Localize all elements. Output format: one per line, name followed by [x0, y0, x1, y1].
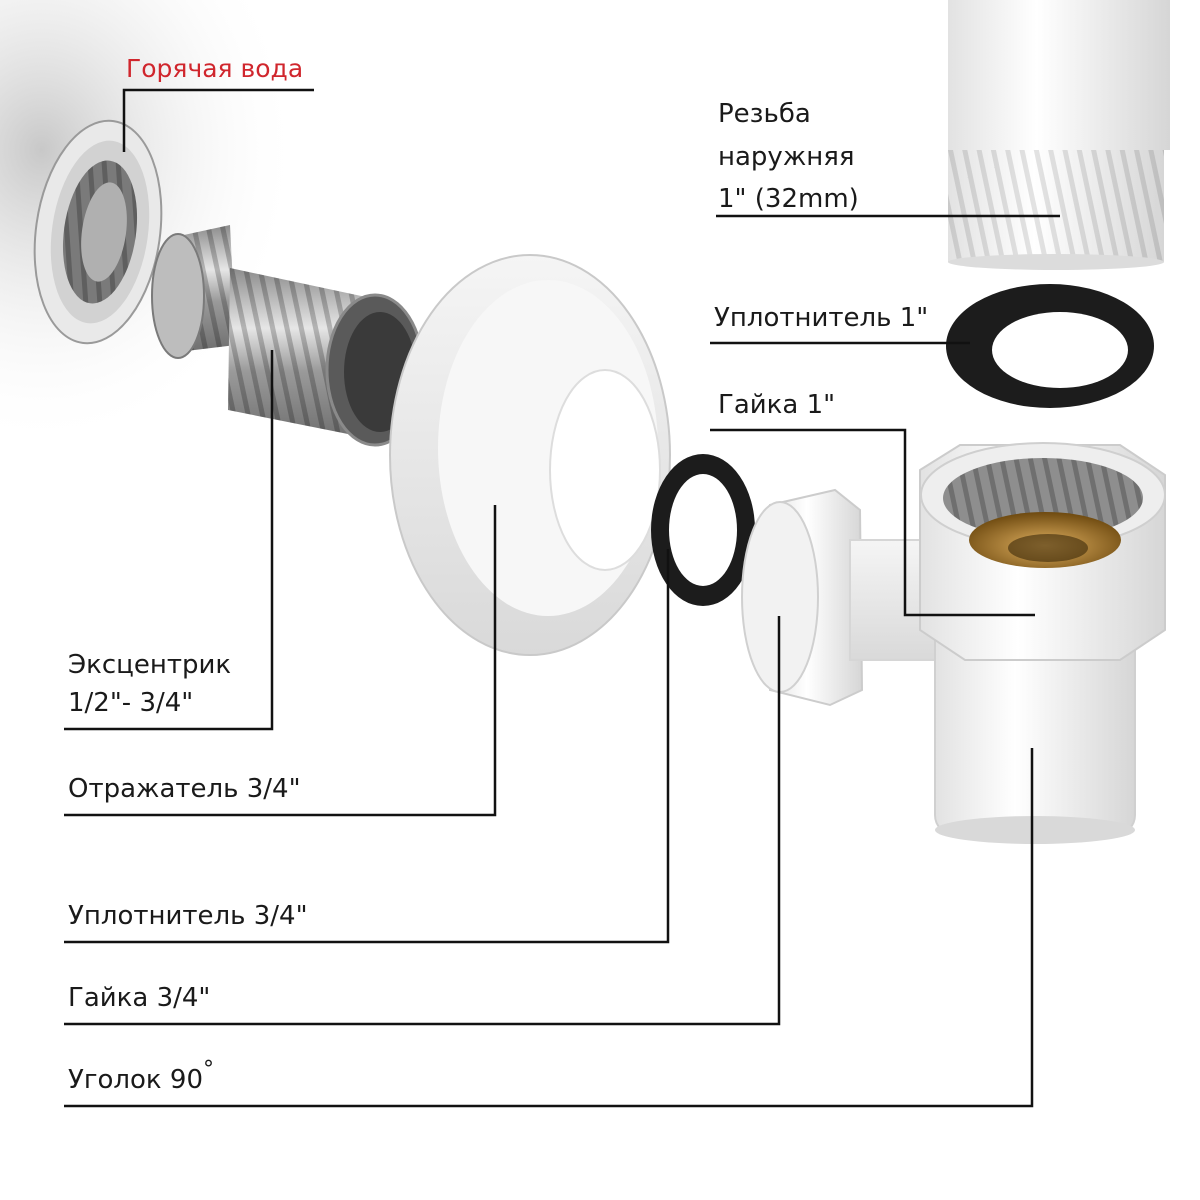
- top-pipe-part: [948, 0, 1170, 270]
- gasket-1-part: [946, 284, 1154, 408]
- eccentric-part: [151, 225, 425, 447]
- label-thread-outer-line1: Резьба: [718, 99, 811, 129]
- label-thread-outer-line3: 1" (32mm): [718, 184, 859, 214]
- label-seal-34: Уплотнитель 3/4": [68, 901, 308, 931]
- reflector-part: [389, 254, 671, 656]
- leader-hot-water: [122, 88, 314, 152]
- label-thread-outer-line2: наружняя: [718, 142, 855, 172]
- label-eccentric: Эксцентрик 1/2"- 3/4": [68, 646, 231, 722]
- wall-socket-part: [33, 119, 163, 345]
- label-reflector: Отражатель 3/4": [68, 774, 301, 804]
- label-nut-34: Гайка 3/4": [68, 983, 211, 1013]
- leader-reflector: [64, 505, 497, 817]
- label-thread-outer: Резьба наружняя 1" (32mm): [718, 90, 859, 220]
- leader-elbow: [64, 748, 1034, 1108]
- leader-seal-34: [64, 549, 670, 944]
- gasket-34-part: [651, 454, 755, 606]
- leader-nut-1: [710, 428, 1035, 617]
- degree-symbol: °: [203, 1057, 214, 1082]
- label-nut-1: Гайка 1": [718, 390, 836, 420]
- label-seal-1: Уплотнитель 1": [714, 303, 929, 333]
- label-eccentric-line2: 1/2"- 3/4": [68, 688, 194, 718]
- label-elbow-text: Уголок 90: [68, 1065, 203, 1095]
- leader-nut-34: [64, 616, 781, 1026]
- leader-lines: [64, 88, 1060, 1108]
- elbow-part: [741, 442, 1166, 844]
- label-elbow: Уголок 90°: [68, 1057, 214, 1097]
- label-eccentric-line1: Эксцентрик: [68, 650, 232, 680]
- leader-eccentric: [64, 350, 274, 731]
- label-hot-water: Горячая вода: [126, 54, 304, 83]
